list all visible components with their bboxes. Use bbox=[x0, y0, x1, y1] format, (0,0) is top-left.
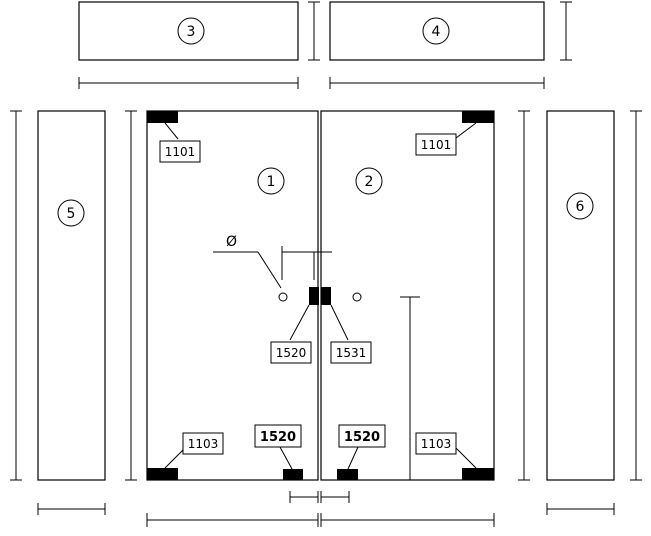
svg-text:1101: 1101 bbox=[421, 138, 452, 152]
leader-top-left bbox=[164, 122, 179, 140]
door-leaf-2-height-dimension bbox=[518, 110, 530, 481]
door-leaf-2 bbox=[320, 110, 495, 481]
tag-handle-right: 1531 bbox=[330, 341, 372, 364]
tag-bottom-left: 1103 bbox=[182, 432, 224, 455]
panel-number-3: 3 bbox=[177, 17, 205, 45]
leader-bottom-center-left bbox=[279, 446, 293, 470]
panel-3-width-dimension bbox=[78, 77, 299, 89]
panel-3-height-dimension bbox=[308, 1, 320, 61]
svg-text:1103: 1103 bbox=[421, 437, 452, 451]
tag-bottom-right: 1103 bbox=[415, 432, 457, 455]
svg-text:4: 4 bbox=[432, 24, 441, 40]
svg-text:1520: 1520 bbox=[260, 430, 296, 445]
bottom-pivot-right bbox=[462, 468, 494, 480]
svg-text:1520: 1520 bbox=[276, 346, 307, 360]
top-pivot-left bbox=[147, 111, 178, 123]
tag-bottom-center-left: 1520 bbox=[254, 424, 302, 448]
door-gap-dimension bbox=[289, 491, 350, 503]
tag-top-right: 1101 bbox=[415, 133, 457, 156]
door-leaf-2-width-dimension bbox=[320, 513, 495, 527]
handle-hole-right bbox=[352, 292, 362, 302]
panel-4-height-dimension bbox=[560, 1, 572, 61]
svg-text:1531: 1531 bbox=[336, 346, 367, 360]
handle-height-dimension bbox=[400, 296, 420, 480]
panel-number-1: 1 bbox=[257, 167, 285, 195]
door-leaf-1-width-dimension bbox=[146, 513, 319, 527]
svg-text:6: 6 bbox=[576, 199, 585, 215]
svg-text:5: 5 bbox=[67, 206, 76, 222]
panel-number-5: 5 bbox=[57, 199, 85, 227]
panel-5 bbox=[37, 110, 106, 481]
diameter-annotation bbox=[213, 246, 332, 289]
floor-lock-right bbox=[337, 469, 358, 480]
panel-6-width-dimension bbox=[546, 503, 615, 515]
svg-text:1103: 1103 bbox=[188, 437, 219, 451]
panel-5-width-dimension bbox=[37, 503, 106, 515]
tag-top-left: 1101 bbox=[159, 140, 201, 163]
panel-6 bbox=[546, 110, 615, 481]
leader-handle-right bbox=[330, 304, 349, 341]
panel-6-height-dimension bbox=[630, 110, 642, 481]
bottom-pivot-left bbox=[147, 468, 178, 480]
svg-text:1520: 1520 bbox=[344, 430, 380, 445]
floor-lock-left bbox=[283, 469, 303, 480]
leader-top-right bbox=[455, 122, 477, 139]
tag-bottom-center-right: 1520 bbox=[338, 424, 386, 448]
panel-number-2: 2 bbox=[355, 167, 383, 195]
center-lock-right bbox=[321, 287, 331, 305]
svg-text:1: 1 bbox=[267, 174, 276, 190]
diameter-symbol: Ø bbox=[226, 234, 237, 250]
panel-5-height-dimension bbox=[10, 110, 22, 481]
panel-4-width-dimension bbox=[329, 77, 545, 89]
tag-handle-left: 1520 bbox=[270, 341, 312, 364]
panel-number-4: 4 bbox=[422, 17, 450, 45]
center-lock-left bbox=[309, 287, 319, 305]
leader-bottom-right bbox=[454, 446, 477, 469]
top-pivot-right bbox=[462, 111, 494, 123]
panel-number-6: 6 bbox=[566, 192, 594, 220]
svg-text:1101: 1101 bbox=[165, 145, 196, 159]
leader-bottom-left bbox=[164, 449, 184, 469]
handle-hole-left bbox=[278, 292, 288, 302]
svg-text:2: 2 bbox=[365, 174, 374, 190]
door-leaf-1-height-dimension bbox=[125, 110, 137, 481]
leader-bottom-center-right bbox=[347, 446, 359, 470]
door-leaf-1 bbox=[146, 110, 319, 481]
leader-handle-left bbox=[289, 304, 310, 341]
svg-text:3: 3 bbox=[187, 24, 196, 40]
